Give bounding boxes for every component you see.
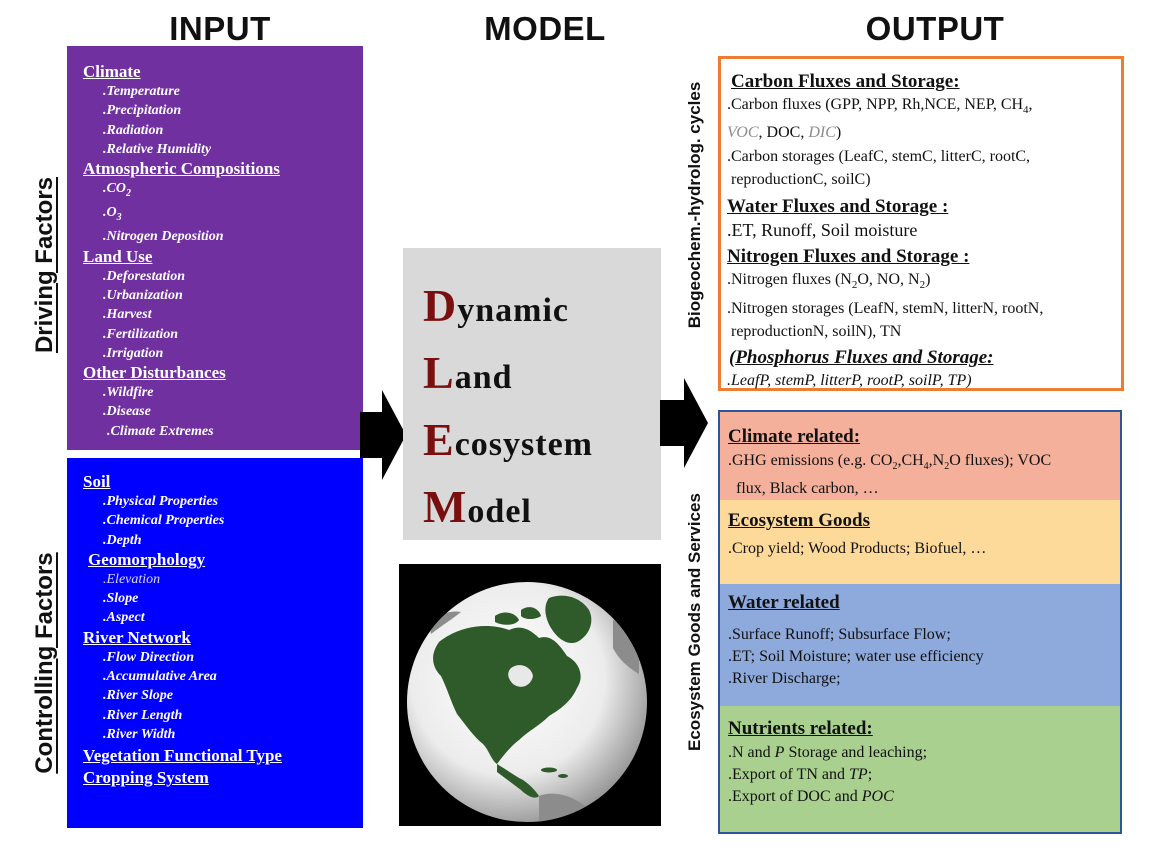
list-item: .Climate Extremes: [107, 423, 214, 439]
climate-title: Climate related:: [728, 426, 861, 447]
list-item: .Radiation: [103, 122, 164, 138]
nutrients-section: Nutrients related: .N and P Storage and …: [720, 706, 1120, 832]
list-item: .River Length: [103, 707, 183, 723]
nitrogen-title: Nitrogen Fluxes and Storage :: [727, 245, 970, 267]
biogeo-cycles-label: Biogeochem.-hydrolog. cycles: [685, 81, 704, 329]
climate-heading: Climate: [83, 62, 141, 81]
vegetation-heading: Vegetation Functional Type: [83, 746, 282, 766]
nitrogen-storages-line: .Nitrogen storages (LeafN, stemN, litter…: [727, 300, 1044, 318]
list-item: .Precipitation: [103, 103, 182, 119]
list-item: .River Slope: [103, 688, 173, 704]
services-output-box: Climate related: .GHG emissions (e.g. CO…: [718, 410, 1122, 834]
model-header: MODEL: [484, 10, 606, 47]
carbon-fluxes-line: .Carbon fluxes (GPP, NPP, Rh,NCE, NEP, C…: [727, 96, 1033, 117]
output-header: OUTPUT: [865, 10, 1005, 47]
ghg-line-2: flux, Black carbon, …: [736, 480, 879, 498]
list-item: .River Width: [103, 726, 176, 742]
list-item: .Nitrogen Deposition: [103, 229, 224, 245]
list-item: .Accumulative Area: [103, 669, 217, 685]
biogeo-output-box: Carbon Fluxes and Storage: .Carbon fluxe…: [718, 56, 1124, 391]
water-title: Water Fluxes and Storage :: [727, 196, 949, 218]
list-item: .Temperature: [103, 84, 180, 99]
arrow-right-icon: [660, 378, 708, 468]
carbon-fluxes-line-2: VOC, DOC, DIC): [727, 123, 842, 141]
driving-factors-label: Driving Factors: [31, 176, 58, 354]
list-item: .Harvest: [103, 307, 152, 323]
cropping-heading: Cropping System: [83, 768, 209, 788]
list-item: .Wildfire: [103, 385, 154, 401]
list-item: .Aspect: [103, 610, 145, 626]
nutrients-title: Nutrients related:: [728, 718, 873, 739]
phosphorus-line: .LeafP, stemP, litterP, rootP, soilP, TP…: [727, 372, 972, 390]
nutrients-line-1: .N and P Storage and leaching;: [728, 744, 928, 761]
globe-north-america-icon: [407, 582, 647, 822]
ecosystem-services-label: Ecosystem Goods and Services: [685, 493, 704, 751]
geomorphology-heading: Geomorphology: [88, 549, 206, 569]
driving-factors-panel: Climate .Temperature .Precipitation .Rad…: [67, 46, 363, 450]
phosphorus-title: (Phosphorus Fluxes and Storage:: [729, 347, 994, 369]
soil-heading: Soil: [83, 472, 111, 491]
water-line-2: .ET; Soil Moisture; water use efficiency: [728, 648, 984, 665]
list-item: .Disease: [103, 404, 151, 420]
list-item: .Slope: [103, 591, 139, 607]
list-item: .Irrigation: [103, 345, 164, 361]
carbon-title: Carbon Fluxes and Storage:: [731, 71, 960, 92]
list-item: .Flow Direction: [103, 649, 195, 665]
goods-line: .Crop yield; Wood Products; Biofuel, …: [728, 540, 987, 557]
river-network-heading: River Network: [83, 627, 191, 647]
controlling-factors-panel: Soil .Physical Properties .Chemical Prop…: [67, 458, 363, 828]
list-item: .Urbanization: [103, 287, 183, 303]
model-line-dynamic: Dynamic: [423, 280, 570, 331]
goods-title: Ecosystem Goods: [728, 510, 870, 531]
nutrients-line-3: .Export of DOC and POC: [728, 788, 894, 805]
globe-image: [399, 564, 661, 826]
other-disturbances-heading: Other Disturbances: [83, 363, 226, 383]
input-header: INPUT: [169, 10, 271, 47]
list-item: .Relative Humidity: [103, 141, 212, 157]
nutrients-line-2: .Export of TN and TP;: [728, 766, 873, 783]
model-line-model: Model: [423, 481, 532, 532]
water-related-title: Water related: [728, 592, 840, 613]
goods-section: Ecosystem Goods .Crop yield; Wood Produc…: [720, 500, 1120, 584]
ghg-line: .GHG emissions (e.g. CO2,CH4,N2O fluxes)…: [728, 452, 1052, 473]
carbon-storages-line-2: reproductionC, soilC): [731, 170, 871, 188]
list-item-o3: .O3: [103, 205, 122, 224]
list-item: .Depth: [103, 532, 142, 548]
list-item: .Chemical Properties: [103, 513, 225, 529]
water-line-3: .River Discharge;: [728, 670, 841, 687]
climate-section: Climate related: .GHG emissions (e.g. CO…: [720, 412, 1120, 500]
water-line: .ET, Runoff, Soil moisture: [727, 220, 918, 241]
model-line-ecosystem: Ecosystem: [423, 414, 593, 465]
nitrogen-storages-line-2: reproductionN, soilN), TN: [731, 322, 902, 340]
list-item: .Physical Properties: [103, 494, 219, 509]
model-line-land: Land: [423, 347, 513, 398]
model-box: Dynamic Land Ecosystem Model: [403, 248, 661, 540]
controlling-factors-label: Controlling Factors: [31, 552, 58, 774]
nitrogen-fluxes-line: .Nitrogen fluxes (N2O, NO, N2): [727, 270, 931, 291]
list-item-co2: .CO2: [103, 181, 131, 199]
land-use-heading: Land Use: [83, 246, 153, 266]
list-item: .Elevation: [103, 571, 161, 587]
atmospheric-heading: Atmospheric Compositions: [83, 159, 280, 179]
carbon-storages-line: .Carbon storages (LeafC, stemC, litterC,…: [727, 148, 1031, 166]
list-item: .Fertilization: [103, 326, 179, 342]
list-item: .Deforestation: [103, 268, 186, 284]
water-line-1: .Surface Runoff; Subsurface Flow;: [728, 626, 951, 643]
arrow-right-icon: [360, 390, 406, 480]
water-section: Water related .Surface Runoff; Subsurfac…: [720, 584, 1120, 706]
